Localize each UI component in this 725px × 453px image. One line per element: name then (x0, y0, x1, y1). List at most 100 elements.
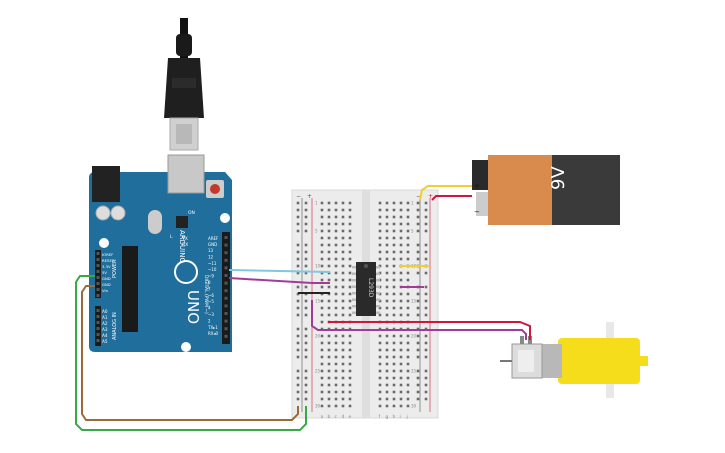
breadboard-hole[interactable] (406, 236, 410, 240)
breadboard-hole[interactable] (341, 334, 345, 338)
breadboard-hole[interactable] (320, 313, 324, 317)
breadboard-hole[interactable] (348, 292, 352, 296)
header-pin[interactable] (96, 294, 100, 297)
rail-hole[interactable] (304, 341, 308, 345)
breadboard-hole[interactable] (320, 348, 324, 352)
rail-hole[interactable] (304, 306, 308, 310)
breadboard-hole[interactable] (341, 208, 345, 212)
breadboard-hole[interactable] (385, 341, 389, 345)
rail-hole[interactable] (304, 397, 308, 401)
breadboard-hole[interactable] (392, 334, 396, 338)
header-pin[interactable] (96, 252, 100, 255)
rail-hole[interactable] (296, 383, 300, 387)
breadboard-hole[interactable] (334, 257, 338, 261)
breadboard-hole[interactable] (392, 250, 396, 254)
breadboard-hole[interactable] (385, 383, 389, 387)
rail-hole[interactable] (296, 348, 300, 352)
breadboard-hole[interactable] (327, 313, 331, 317)
breadboard-hole[interactable] (399, 306, 403, 310)
breadboard-hole[interactable] (341, 271, 345, 275)
rail-hole[interactable] (304, 215, 308, 219)
rail-hole[interactable] (416, 313, 420, 317)
rail-hole[interactable] (304, 369, 308, 373)
breadboard-hole[interactable] (392, 299, 396, 303)
l293d-ic[interactable]: L293D (352, 262, 380, 316)
rail-hole[interactable] (424, 222, 428, 226)
breadboard-hole[interactable] (348, 355, 352, 359)
breadboard-hole[interactable] (378, 376, 382, 380)
rail-hole[interactable] (416, 229, 420, 233)
breadboard-hole[interactable] (399, 390, 403, 394)
header-pin[interactable] (96, 270, 100, 273)
breadboard-hole[interactable] (327, 257, 331, 261)
breadboard-hole[interactable] (399, 215, 403, 219)
breadboard-hole[interactable] (385, 355, 389, 359)
breadboard-hole[interactable] (406, 292, 410, 296)
header-pin[interactable] (224, 327, 228, 331)
breadboard-hole[interactable] (334, 250, 338, 254)
header-pin[interactable] (224, 304, 228, 308)
rail-hole[interactable] (416, 306, 420, 310)
breadboard-hole[interactable] (320, 376, 324, 380)
breadboard-hole[interactable] (327, 306, 331, 310)
rail-hole[interactable] (424, 285, 428, 289)
breadboard-hole[interactable] (406, 215, 410, 219)
breadboard-hole[interactable] (348, 313, 352, 317)
rail-hole[interactable] (304, 264, 308, 268)
breadboard-hole[interactable] (341, 236, 345, 240)
breadboard-hole[interactable] (334, 278, 338, 282)
rail-hole[interactable] (424, 341, 428, 345)
breadboard-hole[interactable] (406, 306, 410, 310)
header-pin[interactable] (224, 312, 228, 315)
breadboard-hole[interactable] (399, 243, 403, 247)
breadboard-hole[interactable] (334, 292, 338, 296)
breadboard-hole[interactable] (348, 271, 352, 275)
rail-hole[interactable] (304, 390, 308, 394)
header-pin[interactable] (224, 289, 228, 293)
breadboard-hole[interactable] (327, 285, 331, 289)
breadboard-hole[interactable] (320, 404, 324, 408)
breadboard-hole[interactable] (392, 229, 396, 233)
breadboard-hole[interactable] (378, 404, 382, 408)
breadboard-hole[interactable] (348, 250, 352, 254)
breadboard-hole[interactable] (392, 362, 396, 366)
breadboard-hole[interactable] (348, 243, 352, 247)
header-pin[interactable] (224, 243, 228, 247)
rail-hole[interactable] (424, 257, 428, 261)
breadboard-hole[interactable] (406, 313, 410, 317)
breadboard-hole[interactable] (392, 313, 396, 317)
rail-hole[interactable] (416, 397, 420, 401)
breadboard-hole[interactable] (385, 404, 389, 408)
breadboard-hole[interactable] (348, 215, 352, 219)
breadboard-hole[interactable] (320, 271, 324, 275)
breadboard-hole[interactable] (385, 229, 389, 233)
breadboard-hole[interactable] (406, 229, 410, 233)
breadboard-hole[interactable] (385, 362, 389, 366)
breadboard-hole[interactable] (392, 271, 396, 275)
breadboard-hole[interactable] (348, 257, 352, 261)
breadboard-hole[interactable] (320, 355, 324, 359)
breadboard-hole[interactable] (392, 369, 396, 373)
rail-hole[interactable] (296, 257, 300, 261)
breadboard-hole[interactable] (378, 355, 382, 359)
breadboard-hole[interactable] (392, 278, 396, 282)
breadboard-hole[interactable] (327, 383, 331, 387)
breadboard-hole[interactable] (320, 383, 324, 387)
breadboard-hole[interactable] (327, 362, 331, 366)
breadboard-hole[interactable] (399, 292, 403, 296)
breadboard-hole[interactable] (341, 369, 345, 373)
rail-hole[interactable] (296, 264, 300, 268)
rail-hole[interactable] (424, 376, 428, 380)
breadboard-hole[interactable] (385, 334, 389, 338)
header-pin[interactable] (96, 264, 100, 267)
breadboard-hole[interactable] (385, 369, 389, 373)
breadboard-hole[interactable] (327, 390, 331, 394)
breadboard-hole[interactable] (320, 250, 324, 254)
breadboard-hole[interactable] (378, 215, 382, 219)
breadboard-hole[interactable] (334, 243, 338, 247)
rail-hole[interactable] (416, 250, 420, 254)
rail-hole[interactable] (296, 355, 300, 359)
rail-hole[interactable] (304, 222, 308, 226)
rail-hole[interactable] (424, 243, 428, 247)
header-pin[interactable] (96, 339, 100, 342)
